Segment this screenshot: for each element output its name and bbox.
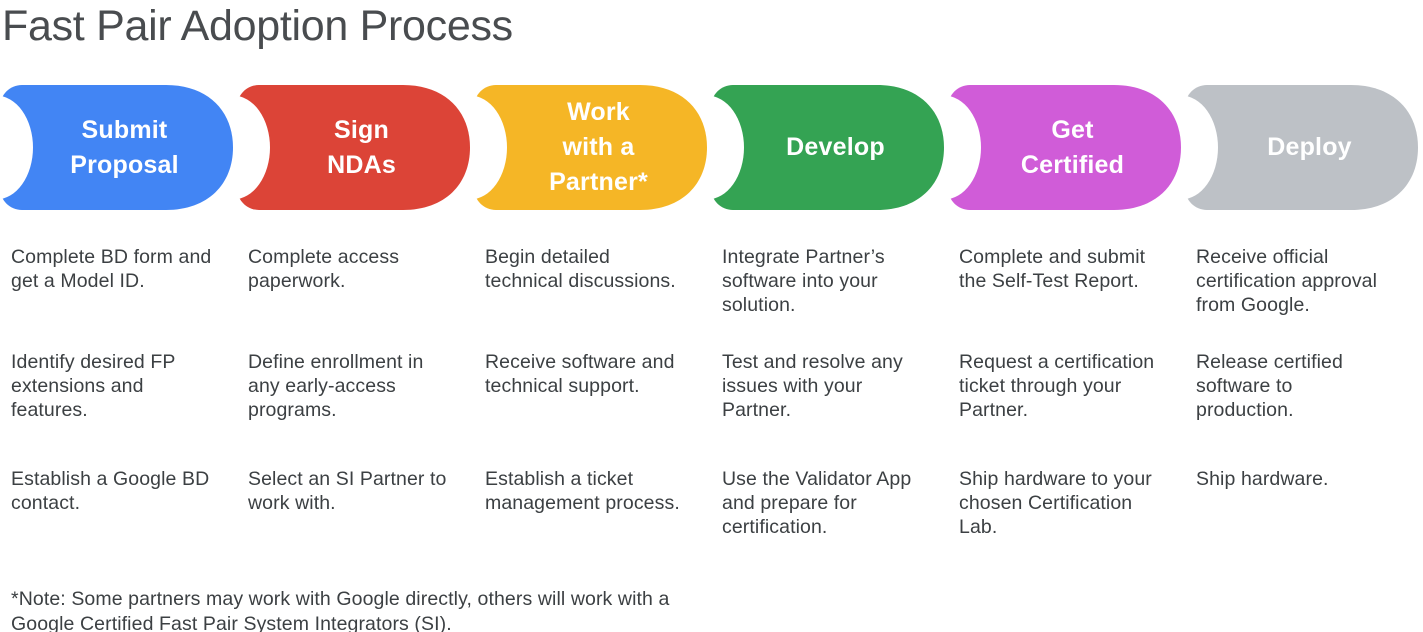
stage-label: Get Certified	[1020, 115, 1125, 179]
chevron-shape-icon	[948, 85, 1181, 210]
stage-shape-sign-ndas: Sign NDAs	[237, 85, 474, 210]
step-text-submit-proposal-2: Identify desired FP extensions and featu…	[11, 351, 176, 421]
stage-label: Sign NDAs	[327, 115, 396, 179]
step-text-submit-proposal-3: Establish a Google BD contact.	[11, 468, 210, 514]
step-text-get-certified-3: Ship hardware to your chosen Certificati…	[959, 468, 1152, 538]
stage-shape-develop: Develop	[711, 85, 948, 210]
step-text-develop-1: Integrate Partner’s software into your s…	[722, 246, 885, 316]
chevron-shape-icon	[237, 85, 470, 210]
stage-shape-deploy: Deploy	[1185, 85, 1422, 210]
step-text-work-with-partner-2: Receive software and technical support.	[485, 351, 675, 397]
step-text-work-with-partner-1: Begin detailed technical discussions.	[485, 246, 676, 292]
chevron-shape-icon	[0, 85, 233, 210]
chevron-shape-icon	[711, 85, 944, 210]
stage-label: Submit Proposal	[70, 115, 179, 179]
stage-label: Deploy	[1267, 133, 1352, 161]
chevron-shape-icon	[474, 85, 707, 210]
stage-label: Work with a Partner*	[549, 98, 648, 196]
chevron-shape-icon	[1185, 85, 1418, 210]
step-text-deploy-3: Ship hardware.	[1196, 468, 1329, 490]
step-text-develop-2: Test and resolve any issues with your Pa…	[722, 351, 903, 421]
step-text-sign-ndas-2: Define enrollment in any early-access pr…	[248, 351, 424, 421]
stage-label: Develop	[786, 133, 885, 161]
stage-shape-work-with-partner: Work with a Partner*	[474, 85, 711, 210]
step-text-work-with-partner-3: Establish a ticket management process.	[485, 468, 680, 514]
step-text-develop-3: Use the Validator App and prepare for ce…	[722, 468, 912, 538]
step-text-deploy-2: Release certified software to production…	[1196, 351, 1343, 421]
stage-shape-get-certified: Get Certified	[948, 85, 1185, 210]
step-text-submit-proposal-1: Complete BD form and get a Model ID.	[11, 246, 212, 292]
step-text-get-certified-1: Complete and submit the Self-Test Report…	[959, 246, 1146, 292]
page-title: Fast Pair Adoption Process	[2, 2, 513, 50]
footnote: *Note: Some partners may work with Googl…	[11, 588, 670, 632]
process-grid: Submit Proposal Sign NDAs Work	[0, 85, 1423, 583]
step-text-sign-ndas-1: Complete access paperwork.	[248, 246, 400, 292]
stage-shape-submit-proposal: Submit Proposal	[0, 85, 237, 210]
step-text-sign-ndas-3: Select an SI Partner to work with.	[248, 468, 447, 514]
step-text-deploy-1: Receive official certification approval …	[1196, 246, 1378, 316]
step-text-get-certified-2: Request a certification ticket through y…	[959, 351, 1155, 421]
